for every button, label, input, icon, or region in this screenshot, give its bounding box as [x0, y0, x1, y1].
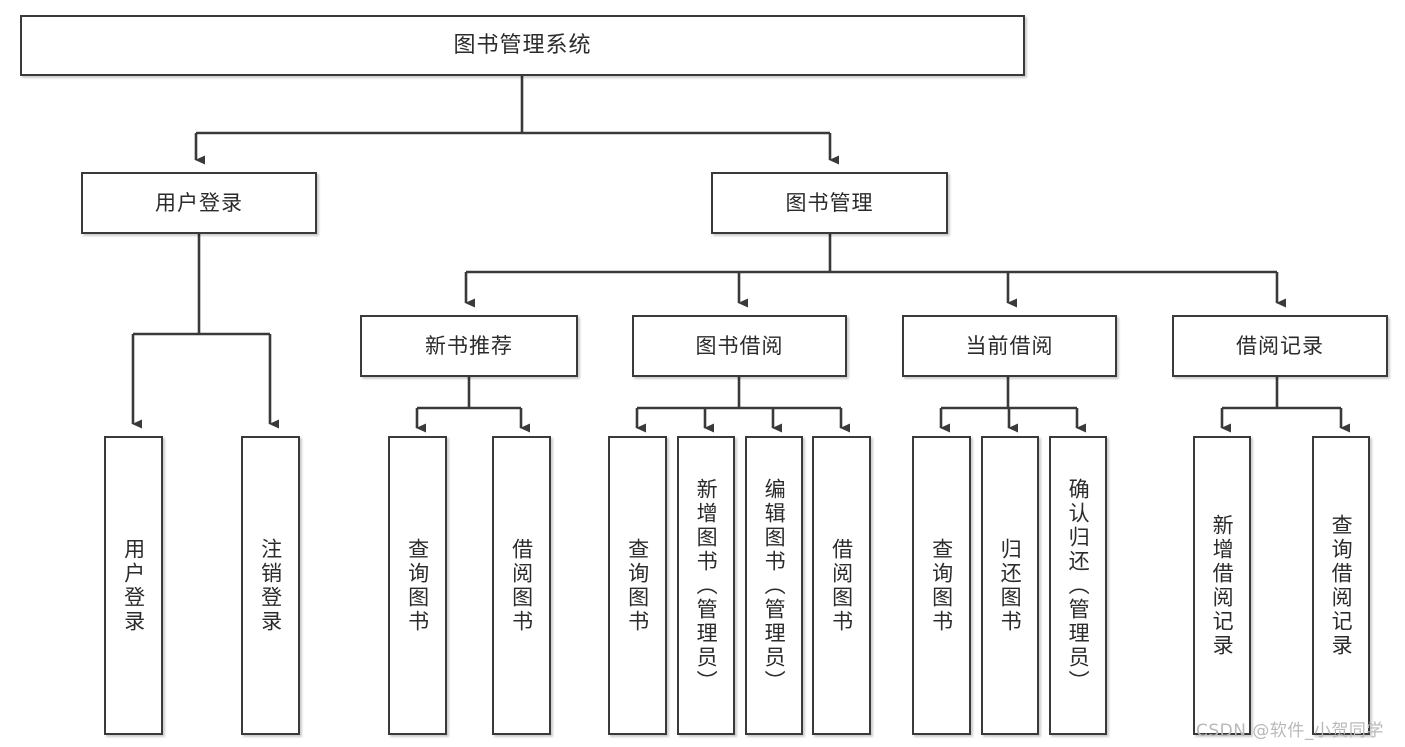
leaf-borrow-book[interactable]: 借阅图书: [812, 436, 871, 735]
node-label: 归还图书: [998, 537, 1023, 634]
leaf-confirm-return-admin[interactable]: 确认归还（管理员）: [1049, 436, 1107, 735]
leaf-return-book[interactable]: 归还图书: [981, 436, 1039, 735]
node-label: 新增借阅记录: [1210, 513, 1235, 658]
node-label: 图书借阅: [695, 333, 784, 358]
leaf-search-borrow-record[interactable]: 查询借阅记录: [1312, 436, 1370, 735]
node-book-management[interactable]: 图书管理: [711, 172, 948, 234]
node-label: 查询图书: [405, 537, 430, 634]
leaf-search-book-recommend[interactable]: 查询图书: [388, 436, 447, 735]
node-user-login[interactable]: 用户登录: [81, 172, 317, 234]
leaf-add-book-admin[interactable]: 新增图书（管理员）: [677, 436, 735, 735]
csdn-watermark: CSDN @软件_小贺同学: [1196, 721, 1384, 741]
node-label: 借阅记录: [1236, 333, 1324, 358]
leaf-search-book[interactable]: 查询图书: [608, 436, 667, 735]
node-label: 注销登录: [258, 537, 283, 634]
leaf-user-login[interactable]: 用户登录: [104, 436, 163, 735]
node-label: 新增图书（管理员）: [694, 477, 719, 694]
leaf-search-book-current[interactable]: 查询图书: [912, 436, 971, 735]
node-label: 图书管理系统: [453, 32, 592, 58]
node-label: 借阅图书: [829, 537, 854, 634]
node-label: 用户登录: [155, 190, 243, 215]
node-borrow-records[interactable]: 借阅记录: [1172, 315, 1388, 377]
node-label: 图书管理: [785, 190, 874, 215]
node-label: 借阅图书: [509, 537, 534, 634]
node-label: 查询图书: [625, 537, 650, 634]
node-current-borrow[interactable]: 当前借阅: [902, 315, 1117, 377]
node-new-book-recommend[interactable]: 新书推荐: [360, 315, 578, 377]
node-label: 查询借阅记录: [1329, 513, 1354, 658]
node-label: 编辑图书（管理员）: [762, 477, 787, 694]
leaf-edit-book-admin[interactable]: 编辑图书（管理员）: [745, 436, 803, 735]
node-label: 查询图书: [929, 537, 954, 634]
node-label: 当前借阅: [965, 333, 1054, 358]
leaf-borrow-book-recommend[interactable]: 借阅图书: [492, 436, 551, 735]
leaf-add-borrow-record[interactable]: 新增借阅记录: [1193, 436, 1251, 735]
node-label: 新书推荐: [425, 333, 513, 358]
node-book-borrow[interactable]: 图书借阅: [632, 315, 847, 377]
leaf-logout[interactable]: 注销登录: [241, 436, 300, 735]
node-label: 确认归还（管理员）: [1066, 477, 1091, 694]
node-label: 用户登录: [121, 537, 146, 634]
node-root-book-management-system[interactable]: 图书管理系统: [20, 15, 1025, 76]
